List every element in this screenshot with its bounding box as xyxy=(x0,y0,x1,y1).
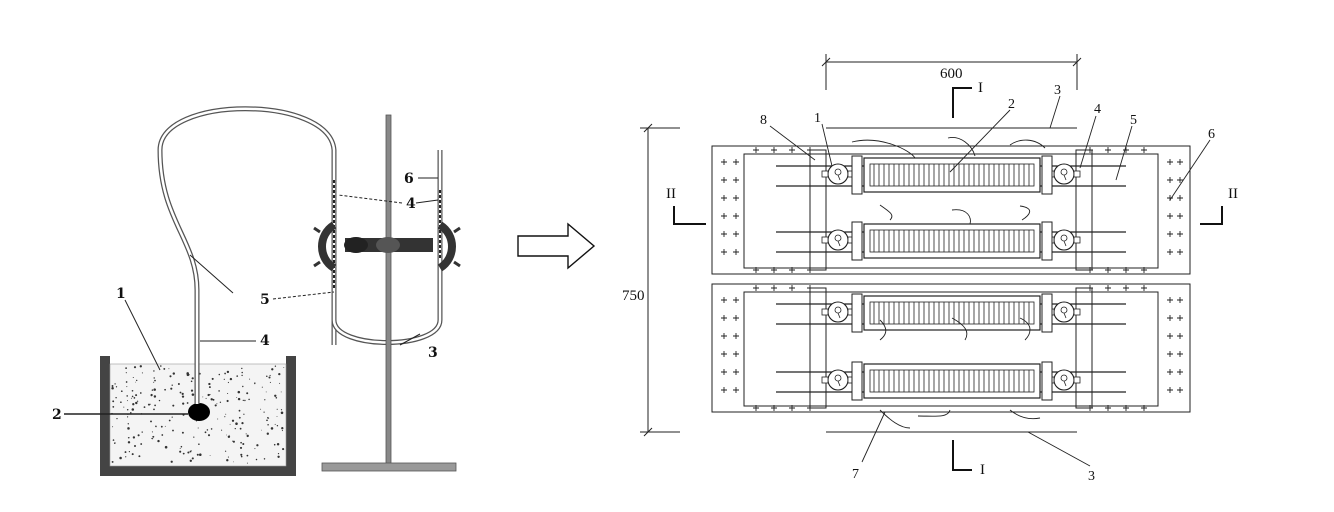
frame-lower xyxy=(711,283,1191,413)
callout-1: 1 xyxy=(814,111,821,126)
specimen-rows xyxy=(776,149,1126,409)
callout-6: 6 xyxy=(1208,127,1215,142)
dimension-width: 600 xyxy=(940,66,963,82)
section-top-label: I xyxy=(978,80,983,96)
callout-3-bottom: 3 xyxy=(1088,469,1095,484)
callout-2: 2 xyxy=(1008,97,1015,112)
label-container: 1 xyxy=(116,286,126,302)
left-apparatus: 1 2 4 5 3 4 6 xyxy=(52,106,461,476)
container-wall-right xyxy=(286,356,296,476)
clamp xyxy=(313,221,461,272)
label-tube-upper: 4 xyxy=(406,196,416,212)
hollow-right-arrow-icon xyxy=(517,222,596,270)
container-bottom xyxy=(100,466,296,476)
fill-speckles xyxy=(111,365,285,464)
insulation-marks xyxy=(721,147,1183,411)
stand-rod xyxy=(385,114,392,466)
dimension-height: 750 xyxy=(622,288,645,304)
callout-8: 8 xyxy=(760,113,767,128)
label-hose-left: 5 xyxy=(260,292,270,308)
wires xyxy=(851,137,1046,429)
label-tube-lower: 4 xyxy=(260,333,270,349)
section-right-label: II xyxy=(1228,186,1238,202)
label-sensor: 2 xyxy=(52,407,62,423)
plan-view: 600 750 I I II II xyxy=(622,54,1238,484)
callout-3-top: 3 xyxy=(1054,83,1061,98)
label-u-tube: 3 xyxy=(428,345,438,361)
callout-7: 7 xyxy=(852,467,859,482)
sensor-ball xyxy=(188,403,210,421)
flexible-tube xyxy=(157,106,337,404)
section-left-label: II xyxy=(666,186,676,202)
stand-base xyxy=(321,462,457,472)
label-open-end: 6 xyxy=(404,171,414,187)
container-wall-left xyxy=(100,356,110,476)
callout-5: 5 xyxy=(1130,113,1137,128)
callout-4: 4 xyxy=(1094,102,1101,117)
frame-upper xyxy=(711,145,1191,275)
section-bottom-label: I xyxy=(980,462,985,478)
